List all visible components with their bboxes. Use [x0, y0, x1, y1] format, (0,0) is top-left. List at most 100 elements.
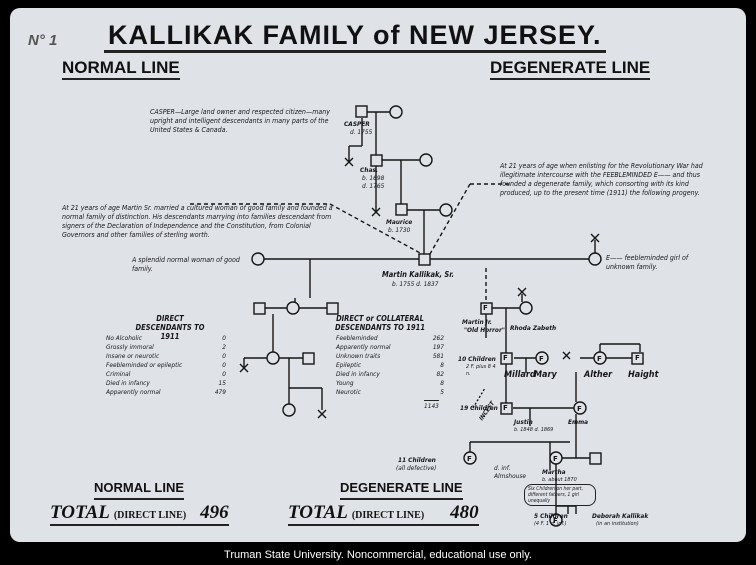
martin-normal-note: At 21 years of age Martin Sr. married a … [62, 204, 333, 239]
maurice-date: b. 1730 [388, 226, 411, 234]
emma-label: Emma [568, 418, 589, 426]
row-value: 0 [222, 352, 226, 360]
chas-dates: b. 1698 d. 1765 [362, 174, 385, 190]
ten-children-symbol [500, 352, 513, 365]
row-label: Unknown traits [336, 352, 381, 360]
nineteen-children-symbol [500, 402, 513, 415]
row-label: Died in infancy [106, 379, 150, 387]
svg-text:F: F [539, 355, 544, 363]
row-label: Criminal [106, 370, 131, 378]
normal-son-symbol [253, 302, 266, 315]
row-value: 0 [222, 361, 226, 369]
rhoda-label: Rhoda Zabeth [510, 324, 557, 332]
deceased-marks [239, 157, 600, 419]
normal-spouse-symbol [326, 302, 339, 315]
casper-label: CASPER [344, 120, 370, 128]
collateral-table-title: DIRECT or COLLATERAL DESCENDANTS TO 1911 [334, 314, 426, 332]
slide-title: KALLIKAK FAMILY of NEW JERSEY. [104, 20, 606, 53]
justin-label: Justin [514, 418, 533, 426]
casper-wife-symbol [389, 105, 403, 119]
martin-sr-dates: b. 1755 d. 1837 [392, 280, 439, 288]
alther-symbol [593, 351, 607, 365]
ten-children-label: 10 Children [458, 355, 496, 363]
martin-jr-label: Martin Jr. [462, 318, 493, 326]
maurice-wife-symbol [439, 203, 453, 217]
normal-total-value: 496 [200, 502, 229, 523]
row-value: 5 [440, 388, 444, 396]
degenerate-line-label: DEGENERATE LINE [340, 478, 463, 500]
chas-wife-symbol [419, 153, 433, 167]
martin-degenerate-note: At 21 years of age when enlisting for th… [500, 162, 703, 197]
row-value: 0 [222, 334, 226, 342]
table-row: Died in infancy 15 [104, 379, 228, 388]
table-row: Grossly immoral 2 [104, 343, 228, 352]
row-value: 581 [432, 352, 444, 360]
direct-table-title: DIRECT DESCENDANTS TO 1911 [135, 314, 205, 341]
lantern-slide: N° 1 KALLIKAK FAMILY of NEW JERSEY. NORM… [10, 8, 746, 542]
eleven-children-label: 11 Children [398, 456, 436, 464]
mary-symbol [535, 351, 549, 365]
row-value: 2 [222, 343, 226, 351]
almshouse-label: d. inf. Almshouse [494, 464, 527, 480]
table-row: Neurotic 5 [334, 388, 446, 397]
deborah-symbol [549, 513, 563, 527]
five-children-label: 5 Children [534, 512, 568, 520]
maurice-label: Maurice [386, 218, 413, 226]
table-row: No Alcoholic 0 [104, 334, 228, 343]
emma-symbol [573, 401, 587, 415]
row-value: 262 [432, 334, 444, 342]
degenerate-total-word: TOTAL [288, 502, 348, 523]
alther-label: Alther [584, 370, 613, 380]
svg-text:F: F [503, 354, 508, 362]
maurice-symbol [395, 203, 408, 216]
normal-grandchild-symbol [266, 351, 280, 365]
normal-grandspouse-symbol [302, 352, 315, 365]
degenerate-total-value: 480 [450, 502, 479, 523]
row-label: Epileptic [336, 361, 362, 369]
martin-sr-label: Martin Kallikak, Sr. [382, 270, 455, 279]
row-label: Grossly immoral [106, 343, 154, 351]
row-label: No Alcoholic [106, 334, 142, 342]
table-row: Unknown traits 581 [334, 352, 446, 361]
normal-line-label: NORMAL LINE [94, 478, 185, 500]
row-label: Feebleminded [336, 334, 378, 342]
martha-spouse-symbol [589, 452, 602, 465]
pedigree-lines [190, 111, 641, 520]
deborah-label: Deborah Kallikak [592, 512, 649, 520]
justin-dates: b. 1848 d. 1869 [514, 427, 554, 433]
five-children-detail: (4 F. 1 d. inf.) [534, 521, 567, 527]
letter-marks: F F F F F F F F F F [467, 304, 640, 525]
row-label: Young [336, 379, 354, 387]
mary-label: Mary [534, 370, 557, 380]
row-value: 15 [218, 379, 226, 387]
row-label: Died in infancy [336, 370, 380, 378]
normal-line-heading: NORMAL LINE [62, 58, 180, 80]
svg-text:F: F [635, 354, 640, 362]
svg-text:F: F [577, 405, 582, 413]
footer-credit: Truman State University. Noncommercial, … [224, 549, 532, 561]
row-label: Neurotic [336, 388, 361, 396]
chas-symbol [370, 154, 383, 167]
eleven-children-detail: (all defective) [396, 464, 437, 472]
deborah-detail: (in an institution) [596, 521, 639, 527]
pedigree-symbols [251, 105, 644, 527]
row-label: Apparently normal [336, 343, 391, 351]
degenerate-total: TOTAL (DIRECT LINE) 480 [288, 502, 479, 526]
martin-sr-symbol [418, 253, 431, 266]
rhoda-symbol [519, 301, 533, 315]
chas-label: Chas. [360, 166, 379, 174]
haight-symbol [631, 352, 644, 365]
normal-daughter-symbol [286, 301, 300, 315]
svg-text:F: F [483, 304, 488, 312]
svg-text:F: F [503, 404, 508, 412]
casper-date: d. 1755 [350, 128, 373, 136]
row-value: 82 [436, 370, 444, 378]
